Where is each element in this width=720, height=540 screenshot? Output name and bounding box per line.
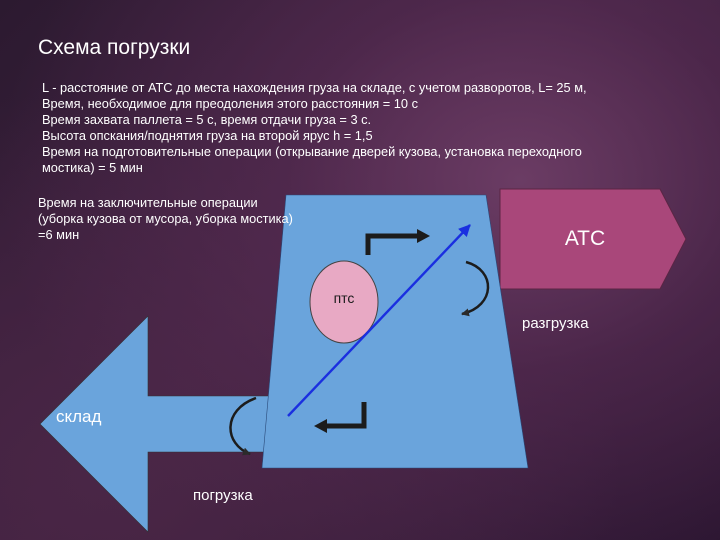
parameter-line: Время захвата паллета = 5 с, время отдач… [42,112,372,127]
ats-vehicle-shape [499,188,687,290]
rotation-arc-left [229,396,257,456]
loading-label: погрузка [193,487,253,504]
page-title: Схема погрузки [38,36,191,59]
loading-area [261,194,529,469]
bent-arrow-top-head [417,229,430,243]
final-operations-note: Время на заключительные операции (уборка… [38,195,338,243]
bent-arrow-bottom-head [314,419,327,433]
parameters-list: L - расстояние от АТС до места нахождени… [42,80,682,176]
parameter-line: L - расстояние от АТС до места нахождени… [42,80,587,95]
warehouse-label: склад [56,407,102,426]
rotation-arc-right [461,260,490,317]
final-operations-line: (уборка кузова от мусора, уборка мостика… [38,211,293,226]
ats-label: АТС [564,227,606,250]
route-line [287,224,471,417]
parameter-line: Время, необходимое для преодоления этого… [42,96,418,111]
ptc-label: птс [333,290,355,306]
bent-arrow-bottom [324,402,367,429]
ptc-circle [309,260,379,344]
parameter-line: мостика) = 5 мин [42,160,143,175]
bent-arrow-top [365,233,420,255]
parameter-line: Время на подготовительные операции (откр… [42,144,582,159]
parameter-line: Высота опскания/поднятия груза на второй… [42,128,373,143]
final-operations-line: =6 мин [38,227,80,242]
unloading-label: разгрузка [522,315,589,332]
final-operations-line: Время на заключительные операции [38,195,258,210]
